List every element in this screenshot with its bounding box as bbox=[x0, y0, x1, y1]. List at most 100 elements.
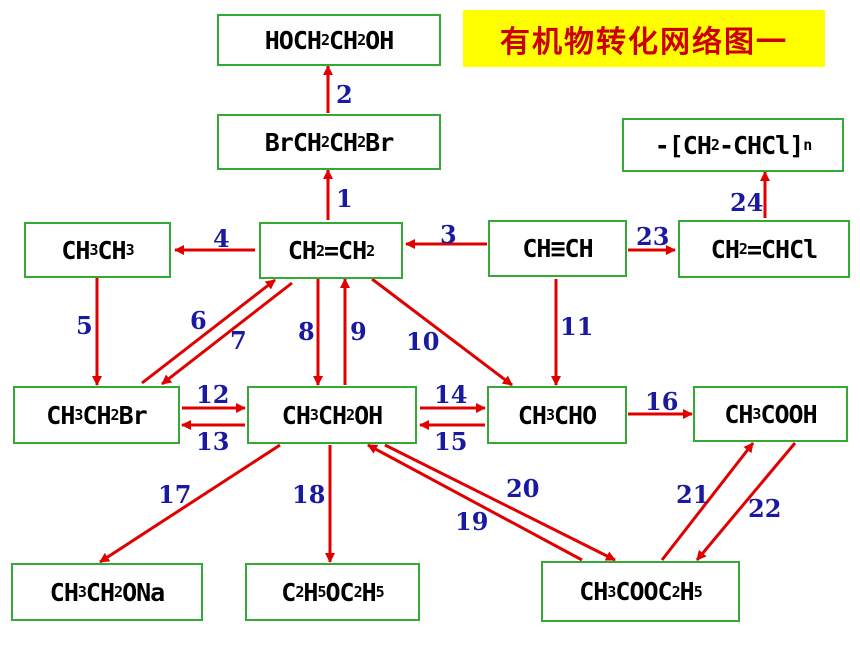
formula-text: CH bbox=[317, 400, 347, 430]
formula-text: H bbox=[679, 577, 695, 606]
edge-label-24: 24 bbox=[730, 188, 763, 217]
edge-label-22: 22 bbox=[748, 494, 781, 523]
formula-subscript: 2 bbox=[114, 583, 123, 601]
formula-text: OH bbox=[354, 400, 383, 430]
formula-text: CH bbox=[710, 234, 740, 264]
formula-text: CH bbox=[517, 400, 547, 430]
formula-text: C bbox=[281, 577, 296, 607]
title-banner: 有机物转化网络图一 bbox=[463, 10, 825, 67]
diagram-title: 有机物转化网络图一 bbox=[500, 24, 788, 60]
arrow-22 bbox=[695, 442, 797, 561]
formula-subscript: 2 bbox=[315, 241, 325, 260]
formula-text: OH bbox=[365, 25, 394, 55]
formula-text: CH bbox=[97, 235, 127, 265]
edge-label-20: 20 bbox=[506, 474, 539, 503]
formula-text: CH bbox=[579, 577, 608, 606]
formula-subscript: 2 bbox=[320, 133, 330, 151]
formula-subscript: n bbox=[803, 136, 812, 154]
formula-text: H bbox=[361, 577, 377, 607]
formula-text: COOC bbox=[615, 577, 672, 606]
formula-subscript: 3 bbox=[125, 241, 135, 259]
arrow-6 bbox=[141, 278, 276, 385]
edge-label-23: 23 bbox=[636, 222, 669, 251]
formula-text: CH bbox=[281, 400, 311, 430]
edge-label-12: 12 bbox=[196, 380, 229, 409]
edge-label-2: 2 bbox=[336, 80, 353, 109]
formula-text: CH bbox=[61, 235, 90, 265]
formula-text: CH bbox=[724, 399, 753, 429]
edge-label-19: 19 bbox=[455, 507, 488, 536]
formula-text: H bbox=[303, 577, 318, 607]
arrow-7 bbox=[161, 281, 293, 386]
edge-label-7: 7 bbox=[230, 326, 247, 355]
edge-label-9: 9 bbox=[350, 317, 367, 346]
formula-text: CH bbox=[329, 25, 358, 55]
arrow-17 bbox=[99, 443, 281, 564]
edge-label-10: 10 bbox=[406, 327, 439, 356]
edge-label-21: 21 bbox=[676, 480, 709, 509]
formula-text: CHO bbox=[553, 400, 597, 430]
formula-text: BrCH bbox=[264, 127, 322, 157]
formula-text: Br bbox=[118, 400, 148, 430]
arrow-20 bbox=[384, 443, 616, 562]
formula-subscript: 3 bbox=[89, 241, 98, 259]
edge-label-4: 4 bbox=[213, 224, 230, 253]
arrow-19 bbox=[367, 443, 583, 562]
formula-text: CH bbox=[46, 400, 75, 430]
edge-label-15: 15 bbox=[434, 427, 467, 456]
edge-label-6: 6 bbox=[190, 306, 207, 335]
formula-text: Br bbox=[365, 127, 394, 157]
formula-subscript: 2 bbox=[353, 583, 363, 601]
edge-label-1: 1 bbox=[336, 184, 353, 213]
formula-subscript: 3 bbox=[545, 406, 555, 424]
edge-label-14: 14 bbox=[434, 380, 467, 409]
formula-subscript: 2 bbox=[110, 406, 120, 424]
edge-label-3: 3 bbox=[440, 220, 457, 249]
formula-subscript: 2 bbox=[320, 31, 330, 49]
formula-text: HOCH bbox=[264, 25, 322, 55]
edge-label-13: 13 bbox=[196, 427, 229, 456]
formula-subscript: 2 bbox=[366, 241, 375, 260]
formula-text: COOH bbox=[760, 399, 817, 429]
formula-subscript: 5 bbox=[693, 582, 703, 601]
edge-label-5: 5 bbox=[76, 311, 93, 340]
formula-text: OC bbox=[325, 577, 354, 607]
formula-text: CH≡CH bbox=[522, 234, 593, 263]
formula-text: ONa bbox=[122, 577, 165, 607]
node-acetylene: CH≡CH bbox=[488, 220, 627, 277]
formula-text: CH bbox=[329, 127, 358, 157]
formula-subscript: 3 bbox=[309, 406, 319, 424]
formula-text: -[CH bbox=[654, 130, 712, 160]
edge-label-17: 17 bbox=[158, 480, 191, 509]
arrow-10 bbox=[371, 277, 513, 387]
formula-text: CH bbox=[85, 577, 115, 607]
formula-subscript: 3 bbox=[752, 405, 761, 423]
edge-label-18: 18 bbox=[292, 480, 325, 509]
formula-subscript: 5 bbox=[317, 583, 326, 601]
formula-text: CH bbox=[49, 577, 79, 607]
edge-label-16: 16 bbox=[645, 387, 678, 416]
formula-subscript: 2 bbox=[671, 582, 681, 601]
edge-label-8: 8 bbox=[298, 317, 315, 346]
formula-subscript: 2 bbox=[357, 31, 366, 49]
formula-text: =CH bbox=[323, 236, 367, 265]
formula-text: CH bbox=[82, 400, 111, 430]
formula-subscript: 2 bbox=[710, 136, 720, 154]
formula-text: =CHCl bbox=[746, 234, 818, 264]
formula-subscript: 5 bbox=[375, 583, 385, 601]
formula-subscript: 2 bbox=[295, 583, 304, 601]
